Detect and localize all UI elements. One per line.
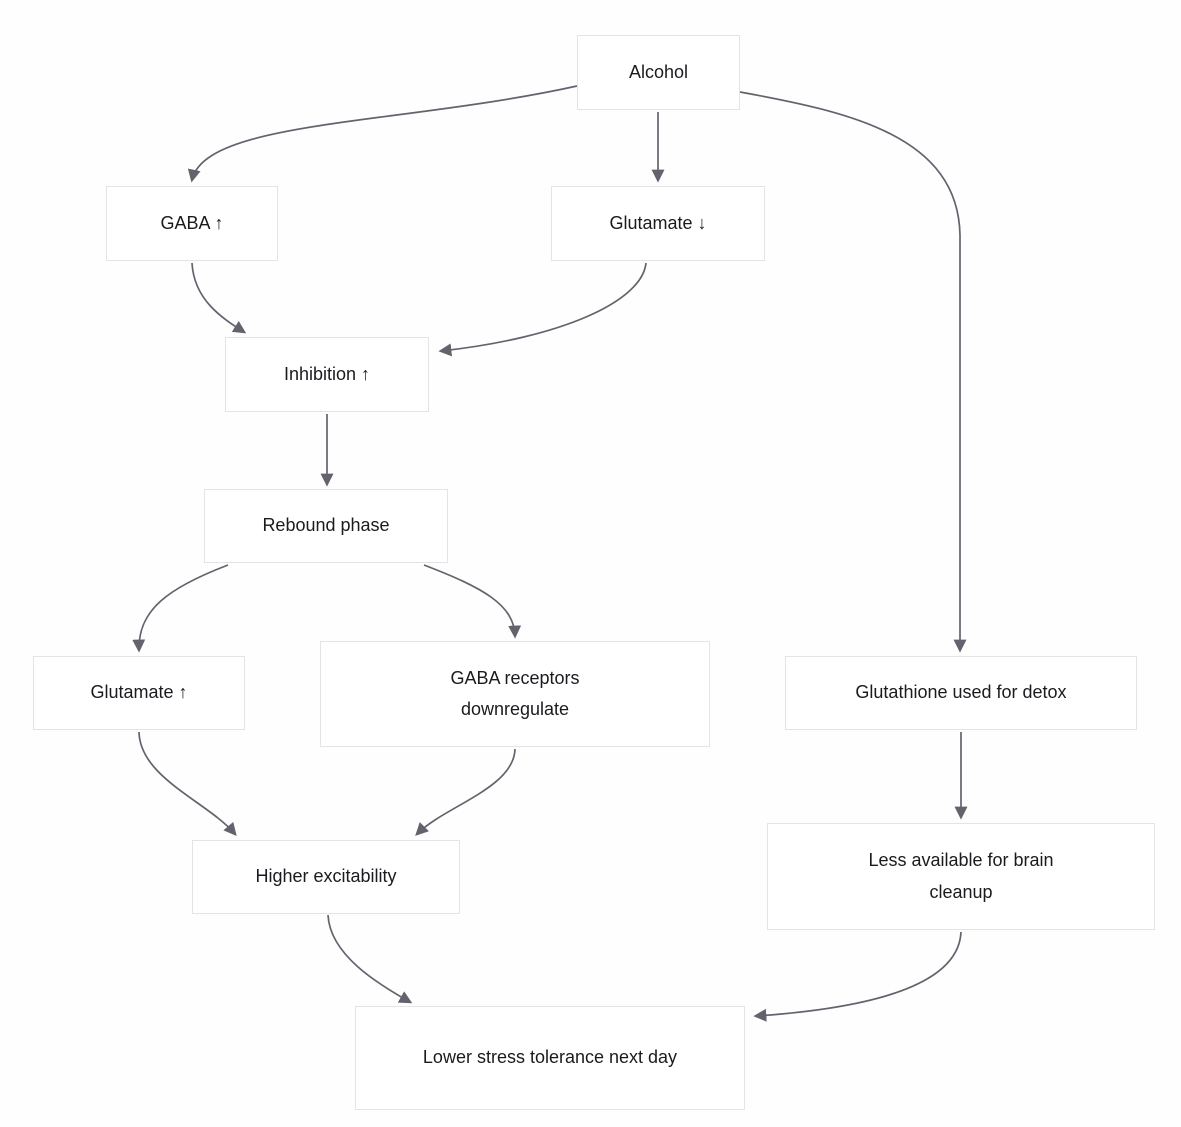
node-gaba-receptors-downregulate: GABA receptors downregulate <box>320 641 710 747</box>
node-label: Rebound phase <box>262 515 390 536</box>
node-glutamate-down: Glutamate ↓ <box>551 186 765 261</box>
node-label: Alcohol <box>628 61 689 82</box>
node-inhibition-up: Inhibition ↑ <box>225 337 429 412</box>
node-less-available-for-brain-cleanup: Less available for brain cleanup <box>767 823 1155 930</box>
node-label: Glutathione used for detox <box>855 682 1067 703</box>
node-lower-stress-tolerance-next-day: Lower stress tolerance next day <box>355 1006 745 1110</box>
node-higher-excitability: Higher excitability <box>192 840 460 914</box>
edge-alcohol-to-glutathione <box>739 91 967 653</box>
node-rebound-phase: Rebound phase <box>204 489 448 563</box>
node-label: Lower stress tolerance next day <box>422 1047 678 1068</box>
node-glutamate-up: Glutamate ↑ <box>33 656 245 730</box>
edge-glutamate-down-to-inhibition <box>438 262 647 357</box>
node-label: GABA receptors downregulate <box>450 667 580 720</box>
edge-rebound-to-gaba-receptors <box>423 564 522 639</box>
node-label: Glutamate ↓ <box>609 212 707 233</box>
node-glutathione-used-for-detox: Glutathione used for detox <box>785 656 1137 730</box>
edge-alcohol-to-gaba-up <box>187 85 578 183</box>
edge-higher-excitability-to-lower-stress <box>327 914 413 1004</box>
edge-gaba-up-to-inhibition <box>191 262 247 334</box>
node-label: GABA ↑ <box>160 212 224 233</box>
edge-less-available-to-lower-stress <box>753 931 962 1022</box>
node-label: Less available for brain cleanup <box>868 850 1054 902</box>
edge-gaba-receptors-to-higher-excitability <box>415 748 516 836</box>
edge-glutamate-up-to-higher-excitability <box>138 731 237 836</box>
node-label: Inhibition ↑ <box>283 363 371 384</box>
edge-rebound-to-glutamate-up <box>132 564 229 653</box>
node-gaba-up: GABA ↑ <box>106 186 278 261</box>
node-alcohol: Alcohol <box>577 35 740 110</box>
node-label: Higher excitability <box>255 866 397 887</box>
node-label: Glutamate ↑ <box>90 682 188 703</box>
